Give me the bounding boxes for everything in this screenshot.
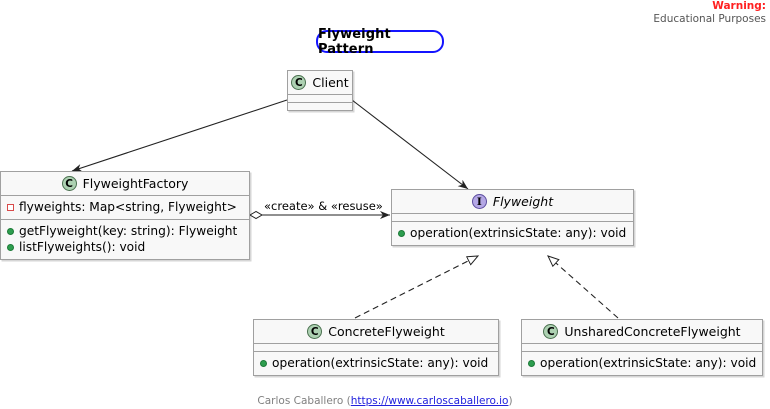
method-row: getFlyweight(key: string): Flyweight (7, 223, 243, 239)
divider (392, 221, 633, 222)
warning-note: Warning: Educational Purposes (653, 0, 766, 26)
attributes-compartment-client (288, 95, 352, 102)
public-marker-icon (260, 359, 267, 367)
class-badge-icon: C (291, 75, 307, 90)
public-marker-icon (7, 227, 14, 235)
method-row: listFlyweights(): void (7, 239, 243, 255)
method-row: operation(extrinsicState: any): void (260, 355, 492, 371)
attributes-compartment-concreteflyweight (254, 344, 498, 351)
methods-compartment-concreteflyweight: operation(extrinsicState: any): void (254, 352, 498, 375)
methods-compartment-flyweightfactory: getFlyweight(key: string): Flyweight lis… (1, 220, 249, 259)
public-marker-icon (7, 243, 14, 251)
edge-unsharedconcreteflyweight-realizes-flyweight (548, 256, 619, 319)
public-marker-icon (398, 229, 405, 237)
class-name-unsharedconcreteflyweight: UnsharedConcreteFlyweight (564, 324, 741, 339)
methods-compartment-unsharedconcreteflyweight: operation(extrinsicState: any): void (522, 352, 762, 375)
interface-header-flyweight: I Flyweight (392, 190, 633, 213)
footer-closing: ) (508, 395, 513, 407)
method-text: operation(extrinsicState: any): void (272, 356, 489, 370)
methods-compartment-client (288, 103, 352, 110)
attribute-text: flyweights: Map<string, Flyweight> (19, 200, 237, 214)
edge-client-to-flyweightfactory (71, 99, 288, 172)
class-header-concreteflyweight: C ConcreteFlyweight (254, 320, 498, 343)
attribute-row: flyweights: Map<string, Flyweight> (7, 199, 243, 215)
class-name-concreteflyweight: ConcreteFlyweight (328, 324, 445, 339)
diagram-title-label: Flyweight Pattern (318, 26, 391, 57)
footer-url-link[interactable]: https://www.carloscaballero.io (350, 395, 509, 407)
divider (254, 351, 498, 352)
methods-compartment-flyweight: operation(extrinsicState: any): void (392, 222, 633, 245)
warning-subtitle: Educational Purposes (653, 13, 766, 25)
diagram-title: Flyweight Pattern (316, 27, 444, 57)
class-badge-icon: C (307, 324, 323, 339)
edge-client-to-flyweight (351, 99, 469, 190)
divider (1, 219, 249, 220)
edge-label-create-reuse: «create» & «resuse» (264, 199, 383, 213)
divider (1, 195, 249, 196)
attributes-compartment-flyweightfactory: flyweights: Map<string, Flyweight> (1, 196, 249, 219)
public-marker-icon (528, 359, 535, 367)
footer-credit: Carlos Caballero (https://www.carloscaba… (0, 395, 770, 407)
class-header-client: C Client (288, 71, 352, 94)
divider (288, 94, 352, 95)
class-badge-icon: C (61, 176, 77, 191)
divider (392, 213, 633, 214)
class-box-flyweightfactory[interactable]: C FlyweightFactory flyweights: Map<strin… (0, 171, 250, 260)
edge-concreteflyweight-realizes-flyweight (354, 256, 478, 319)
private-marker-icon (7, 203, 14, 211)
divider (522, 351, 762, 352)
divider (522, 343, 762, 344)
interface-badge-icon: I (471, 194, 487, 209)
divider (254, 343, 498, 344)
class-name-client: Client (312, 75, 349, 90)
method-text: listFlyweights(): void (19, 240, 146, 254)
interface-box-flyweight[interactable]: I Flyweight operation(extrinsicState: an… (391, 189, 634, 246)
interface-name-flyweight: Flyweight (492, 194, 554, 209)
aggregation-diamond (249, 210, 263, 220)
method-text: operation(extrinsicState: any): void (410, 226, 627, 240)
method-text: getFlyweight(key: string): Flyweight (19, 224, 238, 238)
class-box-concreteflyweight[interactable]: C ConcreteFlyweight operation(extrinsicS… (253, 319, 499, 376)
class-badge-icon: C (543, 324, 559, 339)
footer-author: Carlos Caballero ( (257, 395, 351, 407)
divider (288, 102, 352, 103)
attributes-compartment-flyweight (392, 214, 633, 221)
warning-title: Warning: (712, 0, 766, 12)
class-box-client[interactable]: C Client (287, 70, 353, 111)
method-row: operation(extrinsicState: any): void (398, 225, 627, 241)
class-header-flyweightfactory: C FlyweightFactory (1, 172, 249, 195)
attributes-compartment-unsharedconcreteflyweight (522, 344, 762, 351)
class-header-unsharedconcreteflyweight: C UnsharedConcreteFlyweight (522, 320, 762, 343)
method-text: operation(extrinsicState: any): void (540, 356, 757, 370)
class-box-unsharedconcreteflyweight[interactable]: C UnsharedConcreteFlyweight operation(ex… (521, 319, 763, 376)
class-name-flyweightfactory: FlyweightFactory (82, 176, 189, 191)
method-row: operation(extrinsicState: any): void (528, 355, 756, 371)
